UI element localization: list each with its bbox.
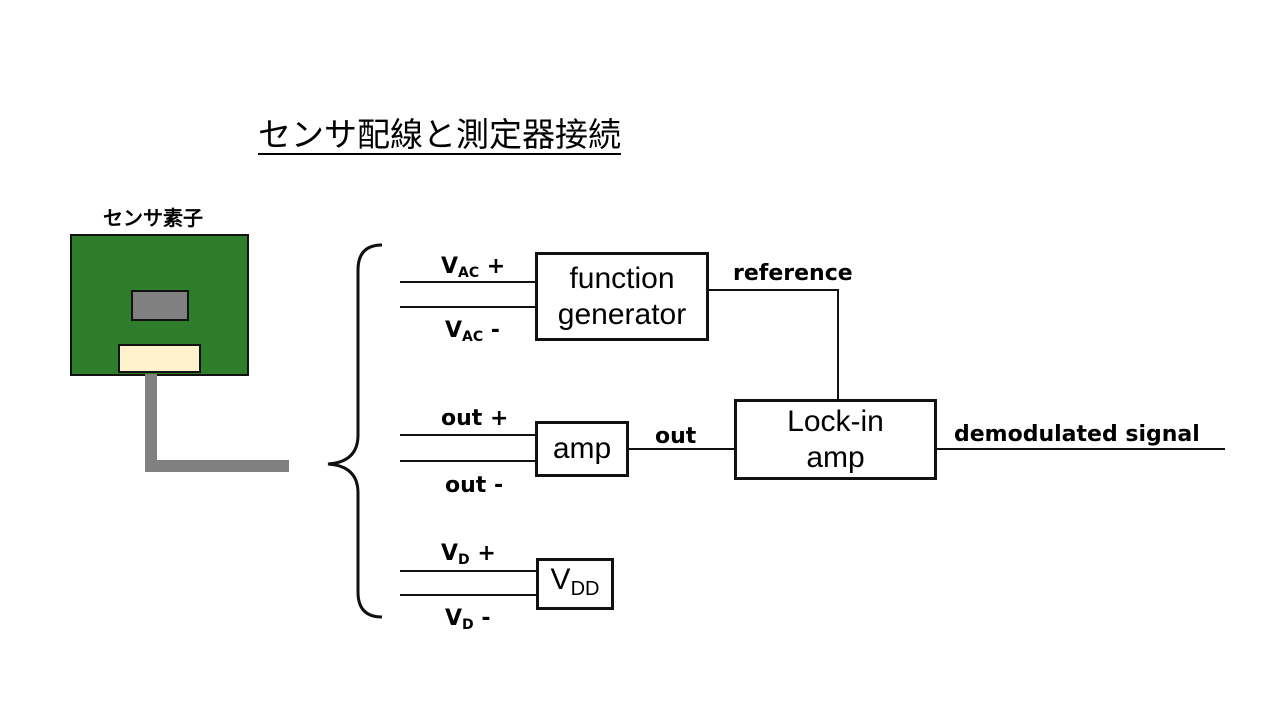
- wire-amp-out: [629, 448, 734, 450]
- function-generator-line2: generator: [557, 297, 687, 331]
- amp-label: amp: [552, 432, 612, 465]
- wire-demodulated: [937, 448, 1225, 450]
- diagram-title: センサ配線と測定器接続: [258, 115, 621, 154]
- sensor-chip: [131, 290, 189, 321]
- wire-vac-minus: [400, 306, 535, 308]
- sensor-cable-horizontal: [145, 460, 289, 472]
- terminal-label-out-plus: out +: [441, 406, 509, 431]
- function-generator-block: function generator: [535, 252, 709, 341]
- wire-out-minus: [400, 460, 535, 462]
- lockin-line2: amp: [806, 440, 865, 474]
- wiring-brace: [327, 243, 383, 619]
- signal-label-demodulated: demodulated signal: [954, 422, 1200, 447]
- terminal-label-vac-minus: VAC -: [445, 318, 500, 345]
- terminal-label-vd-plus: VD +: [441, 541, 496, 568]
- wire-reference-vertical: [837, 289, 839, 399]
- terminal-label-vac-plus: VAC +: [441, 254, 506, 281]
- amp-block: amp: [535, 421, 629, 477]
- wire-vd-minus: [400, 594, 536, 596]
- sensor-label: センサ素子: [103, 206, 203, 230]
- wire-reference-horizontal: [709, 289, 839, 291]
- lockin-line1: Lock-in: [787, 404, 884, 438]
- terminal-label-out-minus: out -: [445, 473, 504, 498]
- vdd-block: VDD: [536, 558, 614, 610]
- vdd-label: VDD: [550, 562, 600, 600]
- wire-vd-plus: [400, 570, 536, 572]
- sensor-cable-vertical: [145, 374, 157, 472]
- sensor-connector: [118, 344, 201, 373]
- terminal-label-vd-minus: VD -: [445, 606, 491, 633]
- signal-label-out: out: [655, 424, 697, 449]
- function-generator-line1: function: [569, 261, 675, 295]
- signal-label-reference: reference: [733, 261, 853, 286]
- wire-out-plus: [400, 434, 535, 436]
- wire-vac-plus: [400, 281, 535, 283]
- lockin-amp-block: Lock-in amp: [734, 399, 937, 480]
